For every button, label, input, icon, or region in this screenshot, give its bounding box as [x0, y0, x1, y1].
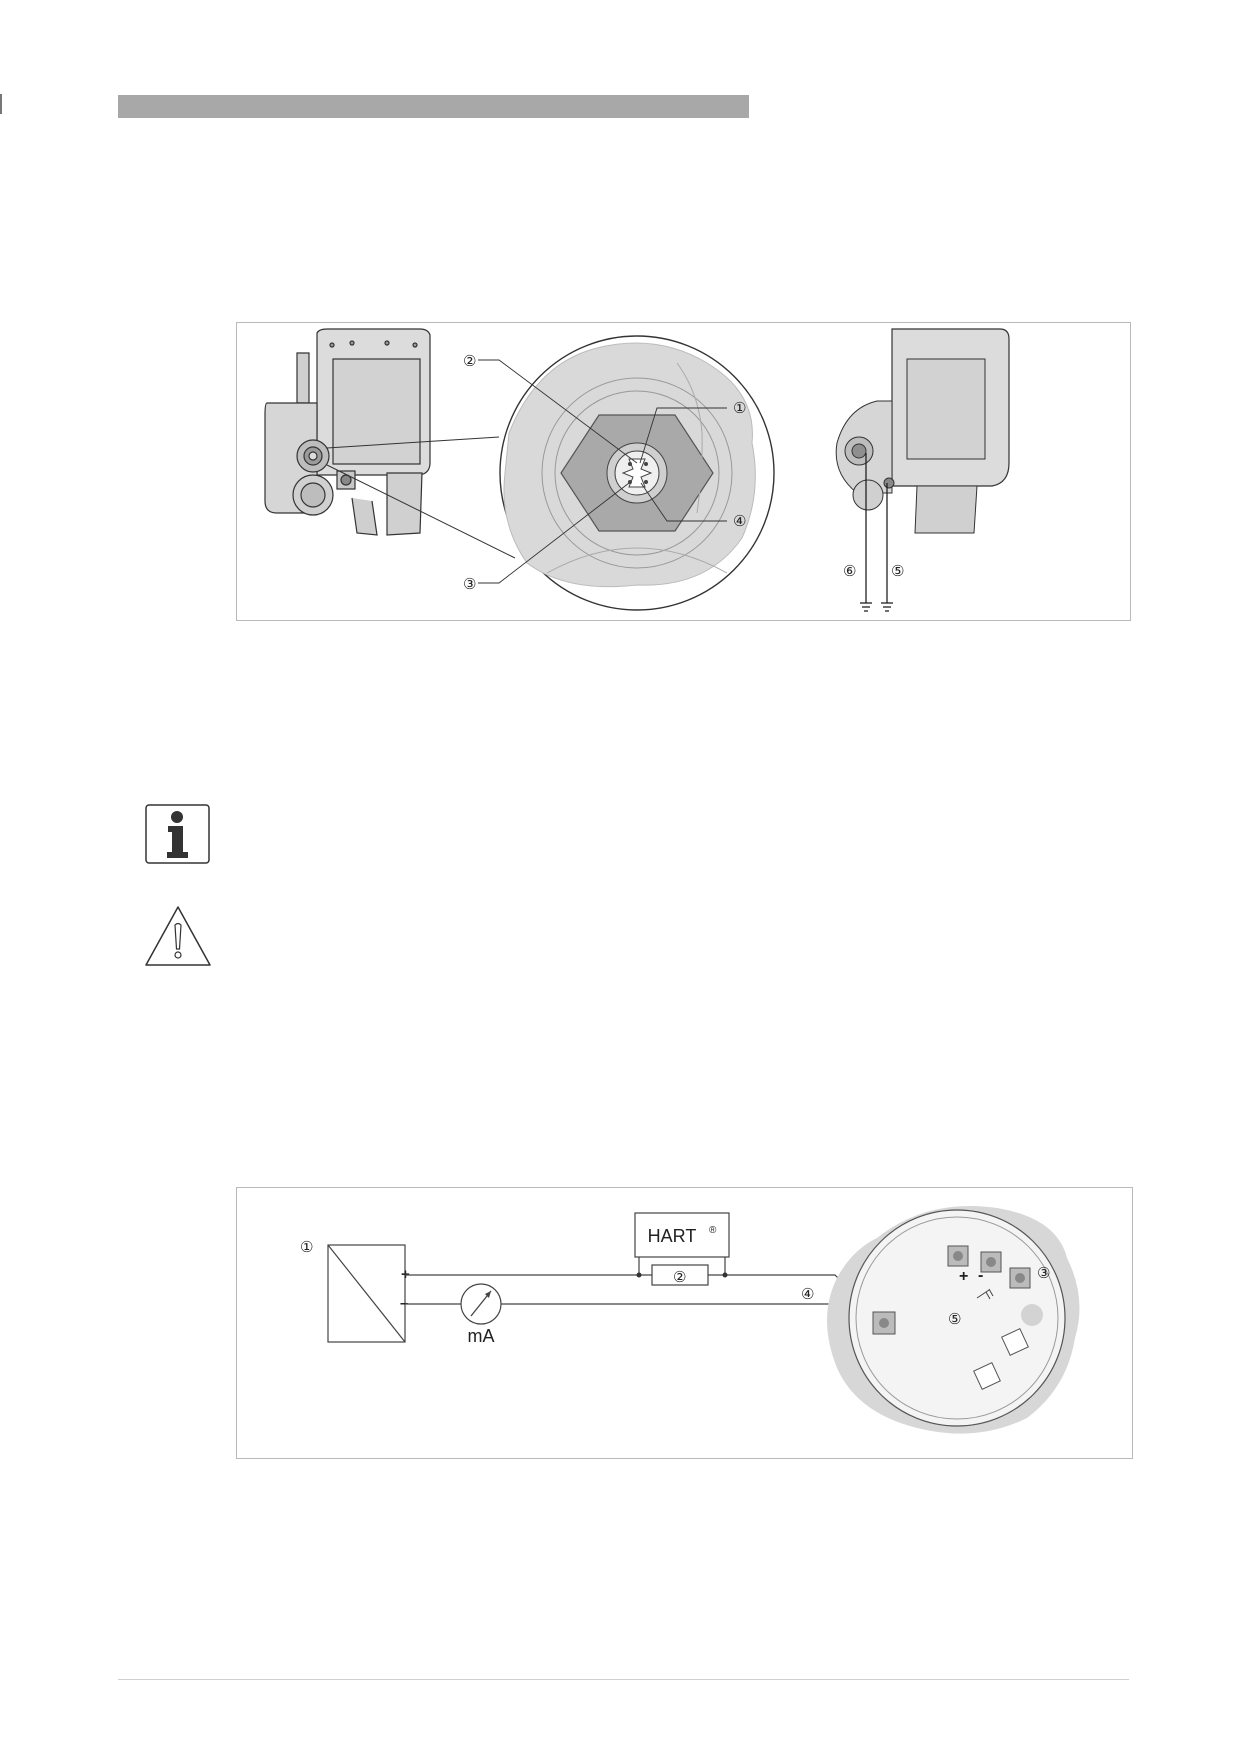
meter-unit-label: mA [468, 1326, 495, 1346]
info-icon [145, 804, 210, 864]
figure-wiring-drawing: + – HART ® mA [300, 1206, 1080, 1434]
callout-5: ⑤ [948, 1310, 961, 1328]
callout-2: ② [463, 352, 476, 370]
power-supply-block [327, 1244, 406, 1343]
figure-hart-wiring: + – HART ® mA [236, 1187, 1133, 1459]
figure-grounding-drawing: ① ② ③ ④ ⑤ ⑥ [264, 328, 1010, 612]
minus-sign: – [400, 1295, 408, 1312]
callout-4: ④ [801, 1285, 814, 1303]
callout-2: ② [673, 1268, 686, 1286]
closeup-callout-lines [478, 359, 727, 584]
callout-1: ① [300, 1238, 313, 1256]
footer-rule [118, 1679, 1129, 1680]
connector-closeup [499, 335, 775, 611]
terminal-minus-label: - [978, 1267, 983, 1284]
device-right-view [835, 328, 1010, 612]
ammeter-symbol [460, 1283, 502, 1325]
warning-triangle-icon [144, 905, 212, 967]
figure-grounding-connector: ① ② ③ ④ ⑤ ⑥ [236, 322, 1131, 621]
resistor [651, 1264, 709, 1286]
callout-3: ③ [1037, 1264, 1050, 1282]
magnifier-lines [326, 436, 516, 559]
junction-dot [636, 1272, 642, 1278]
callout-1: ① [733, 399, 746, 417]
callout-5: ⑤ [891, 562, 904, 580]
callout-4: ④ [733, 512, 746, 530]
hart-registered-mark: ® [709, 1225, 717, 1236]
terminal-compartment [827, 1206, 1080, 1434]
terminal-plus-label: + [959, 1268, 968, 1285]
callout-6: ⑥ [843, 562, 856, 580]
section-header-bar [118, 95, 749, 118]
callout-3: ③ [463, 575, 476, 593]
hart-label: HART [648, 1226, 697, 1246]
page-edge-mark [0, 94, 2, 114]
device-left-view [264, 328, 431, 536]
junction-dot [722, 1272, 728, 1278]
hart-modem-box [634, 1212, 730, 1258]
